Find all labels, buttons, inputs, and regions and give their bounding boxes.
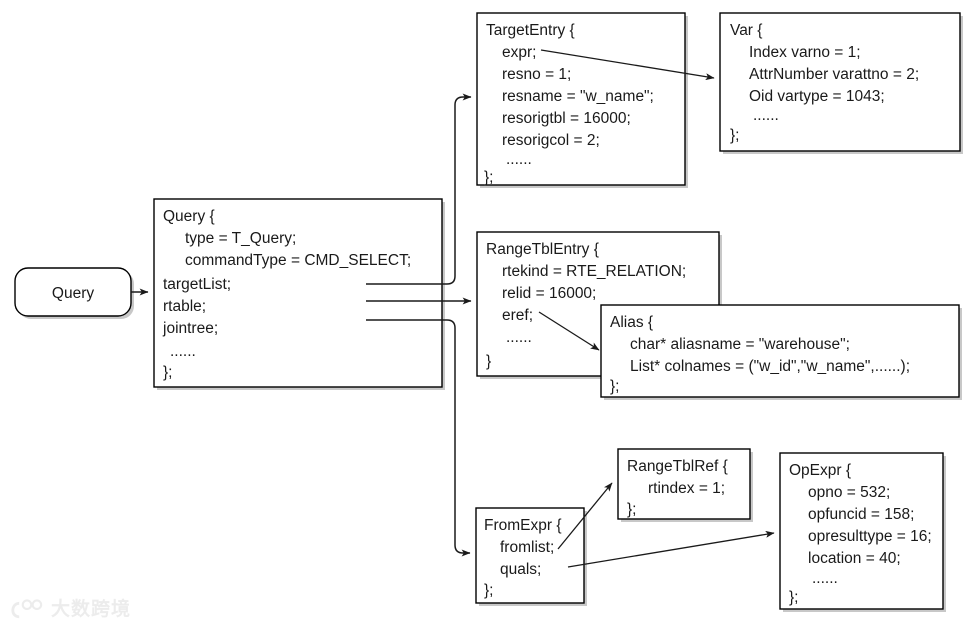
query-struct-line-6: ......: [170, 343, 196, 360]
target-entry-line-3: resname = "w_name";: [502, 88, 654, 105]
from-expr-line-2: quals;: [500, 561, 541, 578]
target-entry-line-6: ......: [506, 151, 532, 168]
from-expr-line-0: FromExpr {: [484, 517, 562, 534]
op-expr-line-5: ......: [812, 570, 838, 587]
var-line-4: ......: [753, 107, 779, 124]
range-tbl-ref-box: [617, 448, 751, 520]
query-struct-line-7: };: [163, 364, 172, 381]
range-tbl-ref-line-0: RangeTblRef {: [627, 458, 728, 475]
range-tbl-entry-line-1: rtekind = RTE_RELATION;: [502, 263, 686, 280]
query-struct-line-2: commandType = CMD_SELECT;: [185, 252, 411, 269]
range-tbl-entry-line-0: RangeTblEntry {: [486, 241, 599, 258]
alias-box: [600, 304, 960, 398]
alias-line-3: };: [610, 378, 619, 395]
target-entry-line-7: };: [484, 169, 493, 186]
op-expr-line-4: location = 40;: [808, 550, 901, 567]
alias-line-0: Alias {: [610, 314, 653, 331]
range-tbl-entry-line-4: ......: [506, 329, 532, 346]
target-entry-line-2: resno = 1;: [502, 66, 571, 83]
edge-fromlist-to-range-tbl-ref: [557, 482, 613, 550]
target-entry-line-0: TargetEntry {: [486, 22, 575, 39]
node-op-expr[interactable]: OpExpr { opno = 532; opfuncid = 158; opr…: [779, 452, 946, 612]
range-tbl-ref-line-2: };: [627, 501, 636, 518]
query-struct-line-0: Query {: [163, 208, 215, 225]
range-tbl-ref-line-1: rtindex = 1;: [648, 480, 725, 497]
op-expr-box: [779, 452, 944, 610]
node-target-entry[interactable]: TargetEntry { expr; resno = 1; resname =…: [476, 12, 688, 188]
op-expr-line-2: opfuncid = 158;: [808, 506, 914, 523]
range-tbl-entry-line-3: eref;: [502, 307, 533, 324]
op-expr-line-6: };: [789, 589, 798, 606]
alias-line-2: List* colnames = ("w_id","w_name",......…: [630, 358, 910, 375]
node-query-input[interactable]: Query: [14, 267, 134, 319]
var-line-2: AttrNumber varattno = 2;: [749, 66, 919, 83]
query-input-label: Query: [52, 285, 94, 302]
query-struct-line-1: type = T_Query;: [185, 230, 296, 247]
query-struct-line-5: jointree;: [162, 320, 218, 337]
range-tbl-entry-line-5: }: [486, 353, 491, 370]
target-entry-line-5: resorigcol = 2;: [502, 132, 600, 149]
node-var[interactable]: Var { Index varno = 1; AttrNumber varatt…: [719, 12, 963, 154]
node-from-expr[interactable]: FromExpr { fromlist; quals; };: [475, 507, 587, 606]
op-expr-line-3: opresulttype = 16;: [808, 528, 932, 545]
op-expr-line-1: opno = 532;: [808, 484, 890, 501]
var-line-3: Oid vartype = 1043;: [749, 88, 885, 105]
from-expr-line-3: };: [484, 582, 493, 599]
node-query-struct[interactable]: Query { type = T_Query; commandType = CM…: [153, 198, 445, 390]
var-line-0: Var {: [730, 22, 762, 39]
var-line-5: };: [730, 127, 739, 144]
op-expr-line-0: OpExpr {: [789, 462, 851, 479]
query-struct-line-4: rtable;: [163, 298, 206, 315]
query-struct-box: [153, 198, 443, 388]
var-box: [719, 12, 961, 152]
edge-quals-to-op-expr: [567, 530, 775, 568]
edge-eref-to-alias: [538, 311, 600, 351]
from-expr-line-1: fromlist;: [500, 539, 554, 556]
from-expr-box: [475, 507, 585, 604]
target-entry-box: [476, 12, 686, 186]
edge-jointree-to-from-expr: [366, 319, 471, 557]
target-entry-line-1: expr;: [502, 44, 536, 61]
query-struct-line-3: targetList;: [163, 276, 231, 293]
edge-expr-to-var: [540, 49, 715, 81]
target-entry-line-4: resorigtbl = 16000;: [502, 110, 631, 127]
alias-line-1: char* aliasname = "warehouse";: [630, 336, 850, 353]
edge-targetlist-to-target-entry: [366, 93, 472, 285]
range-tbl-entry-line-2: relid = 16000;: [502, 285, 596, 302]
node-range-tbl-ref[interactable]: RangeTblRef { rtindex = 1; };: [617, 448, 753, 522]
var-line-1: Index varno = 1;: [749, 44, 861, 61]
node-alias[interactable]: Alias { char* aliasname = "warehouse"; L…: [600, 304, 962, 400]
